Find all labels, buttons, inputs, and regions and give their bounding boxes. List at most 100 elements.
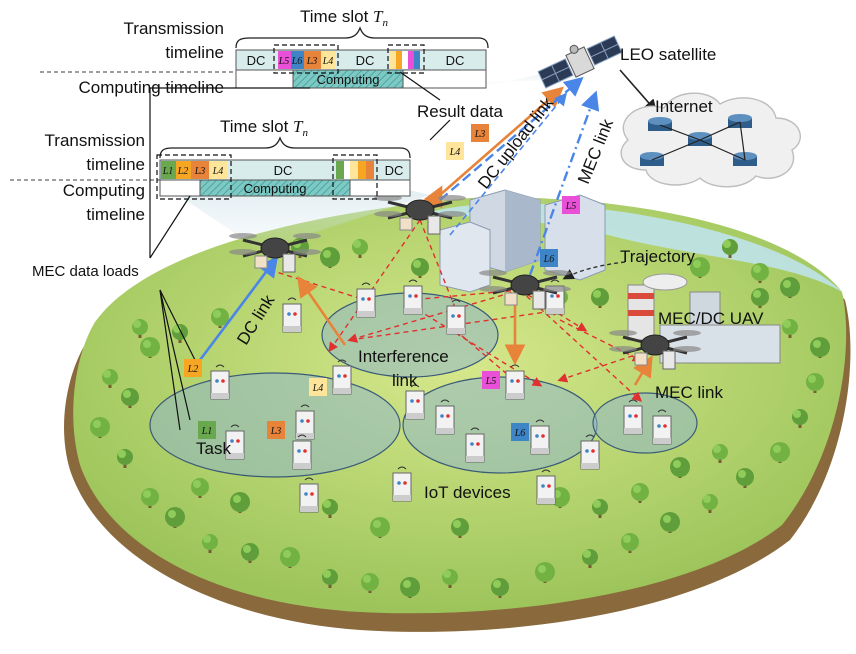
- timeline-top: Transmission timeline Computing timeline…: [40, 7, 489, 97]
- tree: [770, 442, 790, 463]
- dc-link: [198, 255, 279, 361]
- svg-text:L3: L3: [270, 426, 282, 437]
- transmission-label-top-2: timeline: [165, 43, 224, 62]
- load-mid-1: L1: [162, 166, 174, 177]
- tree: [361, 573, 379, 593]
- router-link: [699, 139, 746, 161]
- svg-text:L4: L4: [449, 147, 461, 158]
- result-data-pointers: [399, 71, 451, 141]
- mec-data-loads-label: MEC data loads: [32, 263, 139, 280]
- load-badge-l3: L3: [471, 124, 489, 142]
- router-link: [651, 139, 701, 161]
- orange-links: [297, 86, 653, 386]
- tree: [780, 277, 800, 298]
- tree: [722, 239, 738, 258]
- uav: [229, 233, 321, 273]
- tree: [90, 417, 110, 438]
- load-top-2: L6: [291, 56, 303, 67]
- interference-label-1: Interference: [358, 347, 449, 366]
- load-badge-l4: L4: [309, 378, 327, 396]
- computing-block-mid: Computing: [244, 181, 307, 196]
- iot-device: [536, 469, 556, 505]
- tree: [141, 488, 159, 508]
- slot-title-top: Time slot Tn: [300, 7, 389, 29]
- mec-data-loads-pointers: [149, 87, 310, 431]
- tree: [320, 247, 340, 268]
- tree: [400, 577, 420, 598]
- load-top-4: L4: [322, 56, 334, 67]
- result-data-label: Result data: [417, 102, 504, 121]
- load-mid-2: L2: [177, 166, 189, 177]
- leo-satellite-label: LEO satellite: [620, 45, 716, 64]
- load-top-3: L3: [306, 56, 318, 67]
- tree: [411, 258, 429, 278]
- uav: [479, 270, 571, 310]
- svg-text:L5: L5: [485, 376, 497, 387]
- tree: [165, 507, 185, 528]
- load-badge-l4: L4: [446, 142, 464, 160]
- tree: [202, 534, 218, 553]
- iot-device: [505, 364, 525, 400]
- dc-top-mid: DC: [356, 53, 375, 68]
- load-badge-l6: L6: [540, 249, 558, 267]
- load-top-1: L5: [278, 56, 290, 67]
- satellite-to-internet-arrow: [619, 69, 658, 113]
- iot-devices: [210, 279, 672, 513]
- tree: [322, 569, 338, 588]
- trajectory-label: Trajectory: [620, 247, 695, 266]
- iot-device: [405, 384, 425, 420]
- mec-link-right-label: MEC link: [655, 383, 724, 402]
- tree: [370, 517, 390, 538]
- tree: [810, 337, 830, 358]
- tree: [132, 319, 148, 338]
- tree: [806, 373, 824, 393]
- iot-device: [356, 282, 376, 318]
- tree: [140, 337, 160, 358]
- computing-label-mid-1: Computing: [63, 181, 145, 200]
- iot-device: [580, 434, 600, 470]
- leo-satellite: [537, 35, 623, 89]
- city-buildings: [439, 189, 606, 293]
- tree: [660, 512, 680, 533]
- computing-block-top: Computing: [317, 72, 380, 87]
- iot-devices-label: IoT devices: [424, 483, 511, 502]
- router-icon: [640, 152, 664, 166]
- tree: [117, 449, 133, 468]
- tree: [782, 319, 798, 338]
- load-badge-l2: L2: [184, 359, 202, 377]
- tree: [322, 499, 338, 518]
- tree: [712, 444, 728, 463]
- tree: [631, 483, 649, 503]
- transmission-label-mid-2: timeline: [86, 155, 145, 174]
- uavs: [229, 195, 701, 370]
- tree: [751, 263, 769, 283]
- iot-device: [292, 434, 312, 470]
- svg-text:L6: L6: [514, 428, 526, 439]
- interference-label-2: link: [392, 371, 418, 390]
- satellite-links: [439, 76, 600, 276]
- tree: [582, 549, 598, 568]
- load-badge-l6: L6: [511, 423, 529, 441]
- tree: [121, 388, 139, 408]
- tree: [241, 543, 259, 563]
- tree: [280, 547, 300, 568]
- dc-top-right: DC: [446, 53, 465, 68]
- iot-device: [435, 399, 455, 435]
- svg-text:L5: L5: [565, 201, 577, 212]
- svg-text:L3: L3: [474, 129, 486, 140]
- tree: [621, 533, 639, 553]
- dc-mid-right: DC: [385, 163, 404, 178]
- tree: [442, 569, 458, 588]
- load-badge-l5: L5: [562, 196, 580, 214]
- iot-device: [225, 424, 245, 460]
- tree: [591, 288, 609, 308]
- timeline-mid: Transmission timeline Computing timeline…: [10, 117, 411, 224]
- svg-text:L4: L4: [312, 383, 324, 394]
- tree: [535, 562, 555, 583]
- iot-device: [623, 399, 643, 435]
- uav: [609, 330, 701, 370]
- load-mid-3: L3: [194, 166, 206, 177]
- router-link: [739, 121, 746, 161]
